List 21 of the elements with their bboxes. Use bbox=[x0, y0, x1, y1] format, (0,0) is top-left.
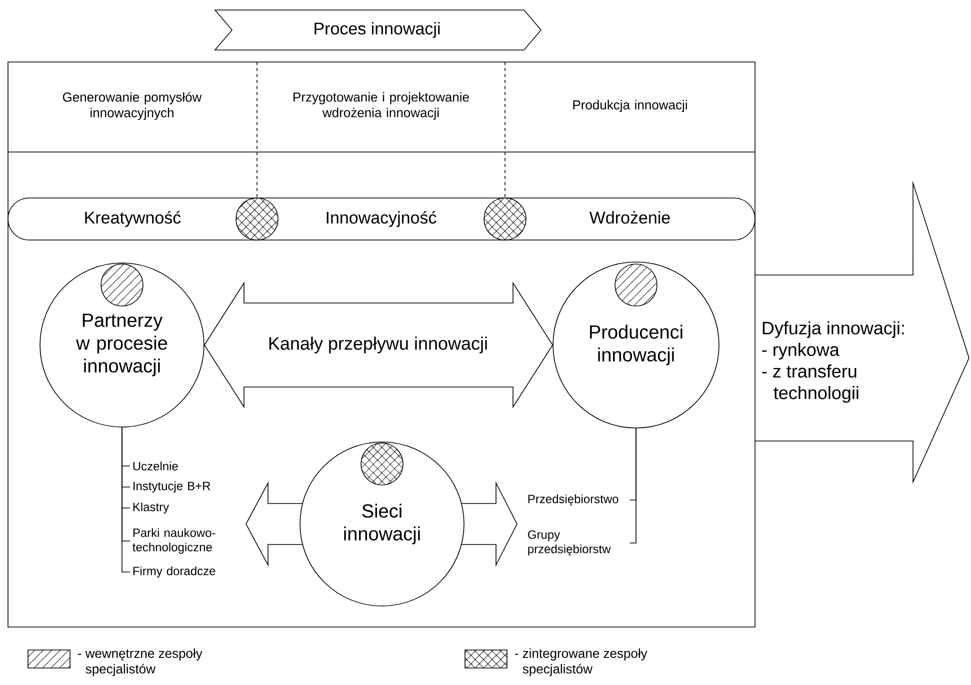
hatched-circle bbox=[236, 198, 278, 240]
list-item: Firmy doradcze bbox=[133, 566, 216, 578]
column-heading: Generowanie pomysłów innowacyjnych bbox=[62, 92, 202, 120]
column-heading: Produkcja innowacji bbox=[573, 100, 687, 112]
connector-line bbox=[629, 428, 636, 544]
hatched-circle bbox=[484, 198, 526, 240]
column-heading: Przygotowanie i projektowanie wdrożenia innowacji bbox=[294, 92, 469, 120]
legend-text: - zintegrowane zespoły specjalistów bbox=[515, 648, 648, 676]
list-item: Uczelnie bbox=[133, 462, 178, 470]
hatched-circle bbox=[614, 264, 658, 306]
list-item: Instytucje B+R bbox=[134, 481, 210, 493]
list-item: Grupy przedsiębiorstw bbox=[528, 530, 611, 556]
legend-text: - wewnętrzne zespoły specjalistów bbox=[78, 648, 202, 676]
list-item: Klastry bbox=[133, 502, 170, 514]
list-item: Przedsiębiorstwo bbox=[528, 494, 618, 506]
hatched-circle bbox=[100, 264, 144, 306]
edge-label: Kanały przepływu innowacji bbox=[269, 336, 487, 354]
connector-line bbox=[122, 427, 130, 572]
stage-band: Kreatywność Innowacyjność Wdrożenie bbox=[8, 198, 756, 240]
list-item: Parki naukowo-technologiczne bbox=[132, 528, 216, 554]
hatched-circle bbox=[360, 442, 404, 486]
